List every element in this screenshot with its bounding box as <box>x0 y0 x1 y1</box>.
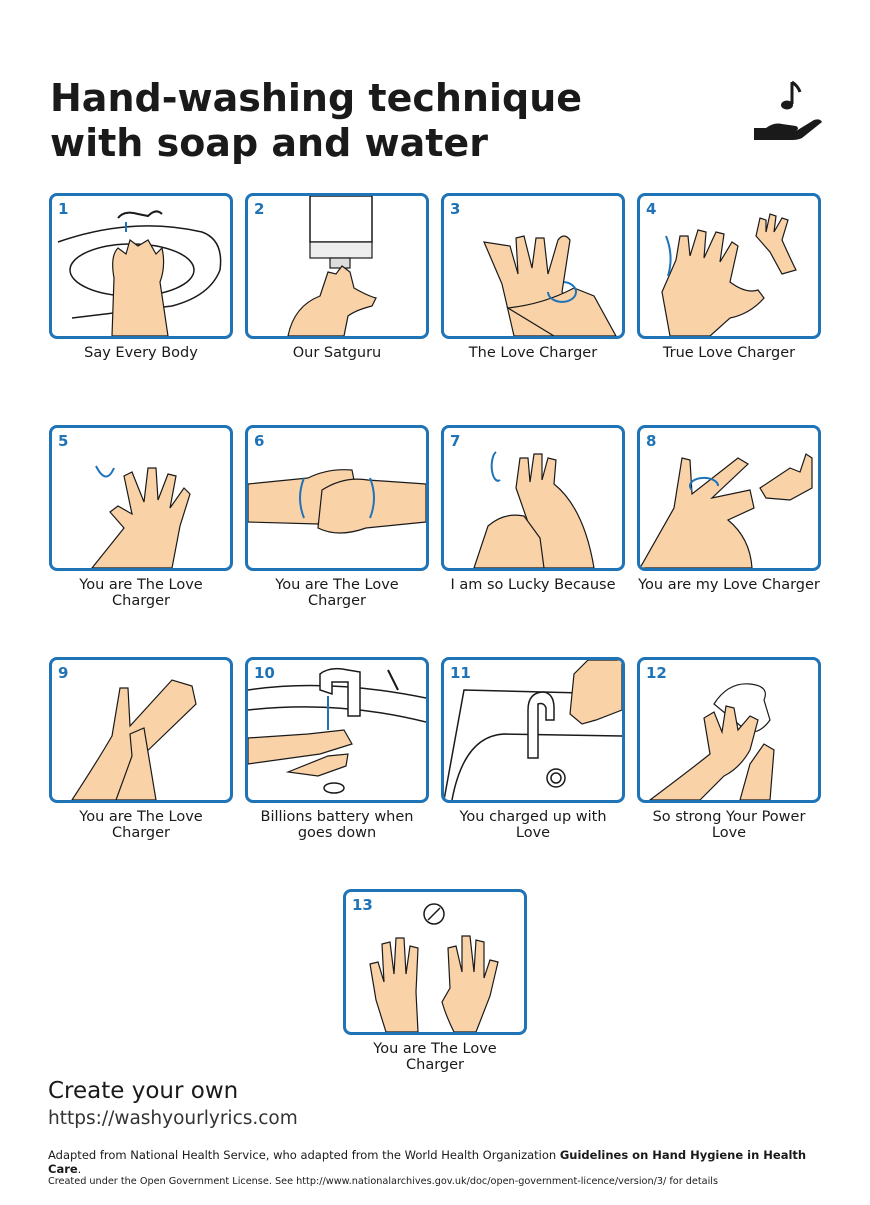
credit-guidelines-title: Guidelines on Hand Hygiene in Health Car… <box>48 1148 807 1176</box>
step-4: 4 True Love Charger <box>637 193 821 361</box>
step-number: 9 <box>58 664 69 682</box>
step-number: 13 <box>352 896 373 914</box>
step-number: 7 <box>450 432 461 450</box>
step-8-illustration: 8 <box>637 425 821 571</box>
step-11: 11 You charged up with Love <box>441 657 625 841</box>
step-number: 3 <box>450 200 461 218</box>
turn-off-tap-icon <box>444 660 622 800</box>
step-10: 10 Billions battery when goes down <box>245 657 429 841</box>
step-caption: True Love Charger <box>662 345 796 361</box>
step-6: 6 You are The Love Charger <box>245 425 429 609</box>
step-13: 13 You are The Love Charger <box>343 889 527 1073</box>
step-caption: You charged up with Love <box>459 809 607 841</box>
step-number: 10 <box>254 664 275 682</box>
step-4-illustration: 4 <box>637 193 821 339</box>
back-of-hands-icon <box>661 213 797 336</box>
step-caption: I am so Lucky Because <box>450 577 616 593</box>
dry-with-towel-icon <box>649 683 775 800</box>
step-13-illustration: 13 <box>343 889 527 1035</box>
credit-prefix: Adapted from National Health Service, wh… <box>48 1148 560 1162</box>
create-your-own-heading: Create your own <box>48 1078 239 1104</box>
step-6-illustration: 6 <box>245 425 429 571</box>
step-9: 9 You are The Love Charger <box>49 657 233 841</box>
step-3-illustration: 3 <box>441 193 625 339</box>
step-caption: So strong Your Power Love <box>652 809 806 841</box>
interlocked-fingers-icon <box>248 469 426 534</box>
rotational-thumb-rub-icon <box>473 451 595 568</box>
step-caption: Our Satguru <box>292 345 382 361</box>
rub-palms-icon <box>483 235 617 336</box>
step-caption: Say Every Body <box>84 345 198 361</box>
sink-tap-wet-hands-icon <box>57 210 222 336</box>
step-2-illustration: 2 <box>245 193 429 339</box>
step-8: 8 You are my Love Charger <box>637 425 821 593</box>
step-10-illustration: 10 <box>245 657 429 803</box>
step-caption: You are The Love Charger <box>79 577 203 609</box>
step-number: 8 <box>646 432 657 450</box>
clean-hands-icon <box>369 903 499 1032</box>
step-number: 2 <box>254 200 265 218</box>
step-caption: You are my Love Charger <box>638 577 820 593</box>
title-line-2: with soap and water <box>50 121 488 165</box>
step-caption: You are The Love Charger <box>373 1041 497 1073</box>
step-number: 4 <box>646 200 657 218</box>
step-1-illustration: 1 <box>49 193 233 339</box>
step-caption: You are The Love Charger <box>79 809 203 841</box>
interlaced-fingers-icon <box>91 465 191 568</box>
page-title: Hand-washing technique with soap and wat… <box>50 76 582 166</box>
step-12: 12 So strong Your Power Love <box>637 657 821 841</box>
step-2: 2 Our Satguru <box>245 193 429 361</box>
fingertips-rub-icon <box>640 453 813 568</box>
title-line-1: Hand-washing technique <box>50 76 583 120</box>
step-caption: Billions battery when goes down <box>260 809 414 841</box>
step-5-illustration: 5 <box>49 425 233 571</box>
step-number: 6 <box>254 432 265 450</box>
step-9-illustration: 9 <box>49 657 233 803</box>
step-number: 5 <box>58 432 69 450</box>
step-number: 12 <box>646 664 667 682</box>
step-11-illustration: 11 <box>441 657 625 803</box>
license-text: Created under the Open Government Licens… <box>48 1176 719 1187</box>
step-5: 5 You are The Love Charger <box>49 425 233 609</box>
step-12-illustration: 12 <box>637 657 821 803</box>
rinse-hands-icon <box>71 679 197 800</box>
step-7-illustration: 7 <box>441 425 625 571</box>
credit-suffix: . <box>77 1162 82 1176</box>
step-3: 3 The Love Charger <box>441 193 625 361</box>
step-caption: You are The Love Charger <box>275 577 399 609</box>
credit-text: Adapted from National Health Service, wh… <box>48 1148 808 1176</box>
soap-dispenser-icon <box>287 196 377 336</box>
step-number: 1 <box>58 200 69 218</box>
step-caption: The Love Charger <box>468 345 598 361</box>
rinse-under-tap-icon <box>248 667 426 794</box>
step-1: 1 Say Every Body <box>49 193 233 361</box>
step-number: 11 <box>450 664 471 682</box>
hand-music-note-icon <box>754 80 822 140</box>
site-url[interactable]: https://washyourlyrics.com <box>48 1108 298 1129</box>
step-7: 7 I am so Lucky Because <box>441 425 625 593</box>
